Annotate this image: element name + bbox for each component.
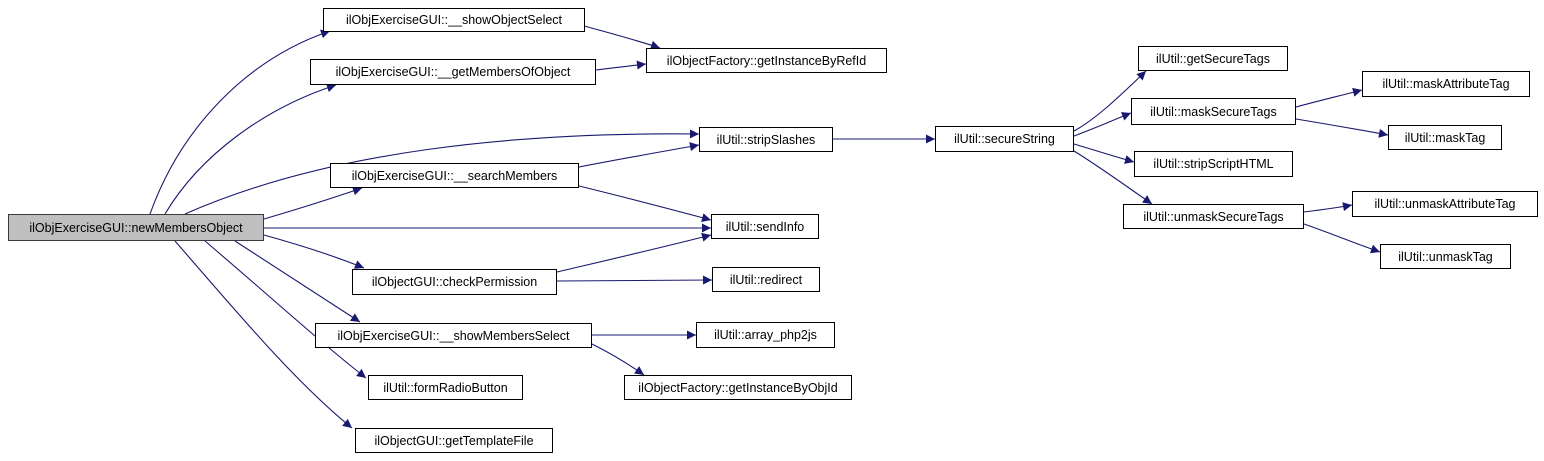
node-maskSecureTags[interactable]: ilUtil::maskSecureTags [1131,98,1296,125]
node-getMembersOfObject[interactable]: ilObjExerciseGUI::__getMembersOfObject [310,59,596,85]
edge-checkPermission-sendInfo [556,232,712,273]
node-getInstanceByObjId[interactable]: ilObjectFactory::getInstanceByObjId [624,375,852,400]
node-redirect[interactable]: ilUtil::redirect [712,267,820,292]
edge-newMembersObject-showObjectSelect [149,29,331,215]
node-searchMembers[interactable]: ilObjExerciseGUI::__searchMembers [330,163,579,188]
edge-maskSecureTags-maskAttributeTag [1295,87,1363,108]
edge-getMembersOfObject-getInstanceByRefId [595,60,647,71]
node-formRadioButton[interactable]: ilUtil::formRadioButton [368,375,523,400]
edge-checkPermission-redirect [556,275,713,285]
node-sendInfo[interactable]: ilUtil::sendInfo [711,214,819,239]
edge-showObjectSelect-getInstanceByRefId [583,25,661,50]
edge-newMembersObject-stripSlashes [184,129,700,215]
node-maskAttributeTag[interactable]: ilUtil::maskAttributeTag [1362,71,1530,97]
node-maskTag[interactable]: ilUtil::maskTag [1388,125,1502,150]
node-stripScriptHTML[interactable]: ilUtil::stripScriptHTML [1134,151,1293,177]
edge-searchMembers-stripSlashes [578,142,700,168]
edge-unmaskSecureTags-unmaskTag [1303,223,1381,254]
node-stripSlashes[interactable]: ilUtil::stripSlashes [699,127,833,152]
edge-newMembersObject-searchMembers [263,186,363,220]
node-showMembersSelect[interactable]: ilObjExerciseGUI::__showMembersSelect [315,323,592,348]
node-getTemplateFile[interactable]: ilObjectGUI::getTemplateFile [355,428,553,453]
edge-searchMembers-sendInfo [578,185,712,223]
node-unmaskTag[interactable]: ilUtil::unmaskTag [1380,244,1511,269]
edge-secureString-maskSecureTags [1073,112,1132,137]
edge-newMembersObject-getTemplateFile [174,240,353,429]
edge-unmaskSecureTags-unmaskAttributeTag [1303,202,1353,213]
node-getInstanceByRefId[interactable]: ilObjectFactory::getInstanceByRefId [646,48,887,73]
node-secureString[interactable]: ilUtil::secureString [935,126,1074,152]
node-getSecureTags[interactable]: ilUtil::getSecureTags [1138,46,1288,71]
node-unmaskSecureTags[interactable]: ilUtil::unmaskSecureTags [1123,204,1304,229]
edge-secureString-getSecureTags [1073,70,1147,132]
edge-maskSecureTags-maskTag [1295,118,1389,138]
node-showObjectSelect[interactable]: ilObjExerciseGUI::__showObjectSelect [323,8,585,32]
node-unmaskAttributeTag[interactable]: ilUtil::unmaskAttributeTag [1352,191,1538,217]
edge-newMembersObject-showMembersSelect [234,240,361,323]
edge-newMembersObject-checkPermission [263,234,365,269]
edge-newMembersObject-formRadioButton [204,240,367,379]
edge-secureString-unmaskSecureTags [1073,150,1153,205]
node-newMembersObject: ilObjExerciseGUI::newMembersObject [8,214,264,241]
node-arrayPhp2js[interactable]: ilUtil::array_php2js [696,322,835,348]
edge-secureString-stripScriptHTML [1073,143,1135,164]
edge-newMembersObject-getMembersOfObject [164,83,337,215]
edge-showMembersSelect-getInstanceByObjId [591,343,645,376]
node-checkPermission[interactable]: ilObjectGUI::checkPermission [352,269,557,295]
